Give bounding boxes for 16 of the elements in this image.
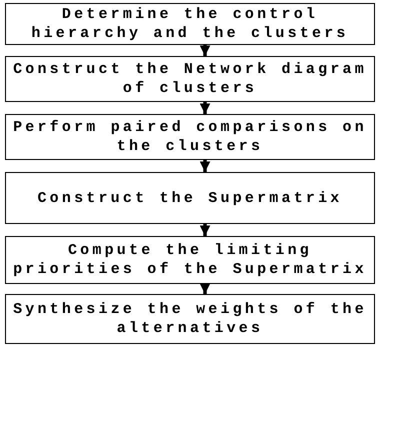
step-text: Construct the Network diagram of clusters xyxy=(12,60,368,98)
step-text: Synthesize the weights of the alternatives xyxy=(12,300,368,338)
process-box xyxy=(5,56,375,102)
arrow xyxy=(200,160,210,172)
process-box xyxy=(5,114,375,160)
process-box xyxy=(5,172,375,224)
step-text: Construct the Supermatrix xyxy=(37,188,343,208)
process-box xyxy=(5,294,375,344)
arrow xyxy=(200,45,210,56)
process-box xyxy=(5,3,375,45)
arrow xyxy=(200,102,210,114)
step-text: Perform paired comparisons on the clusters xyxy=(12,118,368,156)
step-text: Determine the control hierarchy and the clusters xyxy=(30,5,350,43)
arrow xyxy=(200,224,210,236)
step-text: Compute the limiting priorities of the Supermatrix xyxy=(12,241,368,279)
process-box xyxy=(5,236,375,284)
